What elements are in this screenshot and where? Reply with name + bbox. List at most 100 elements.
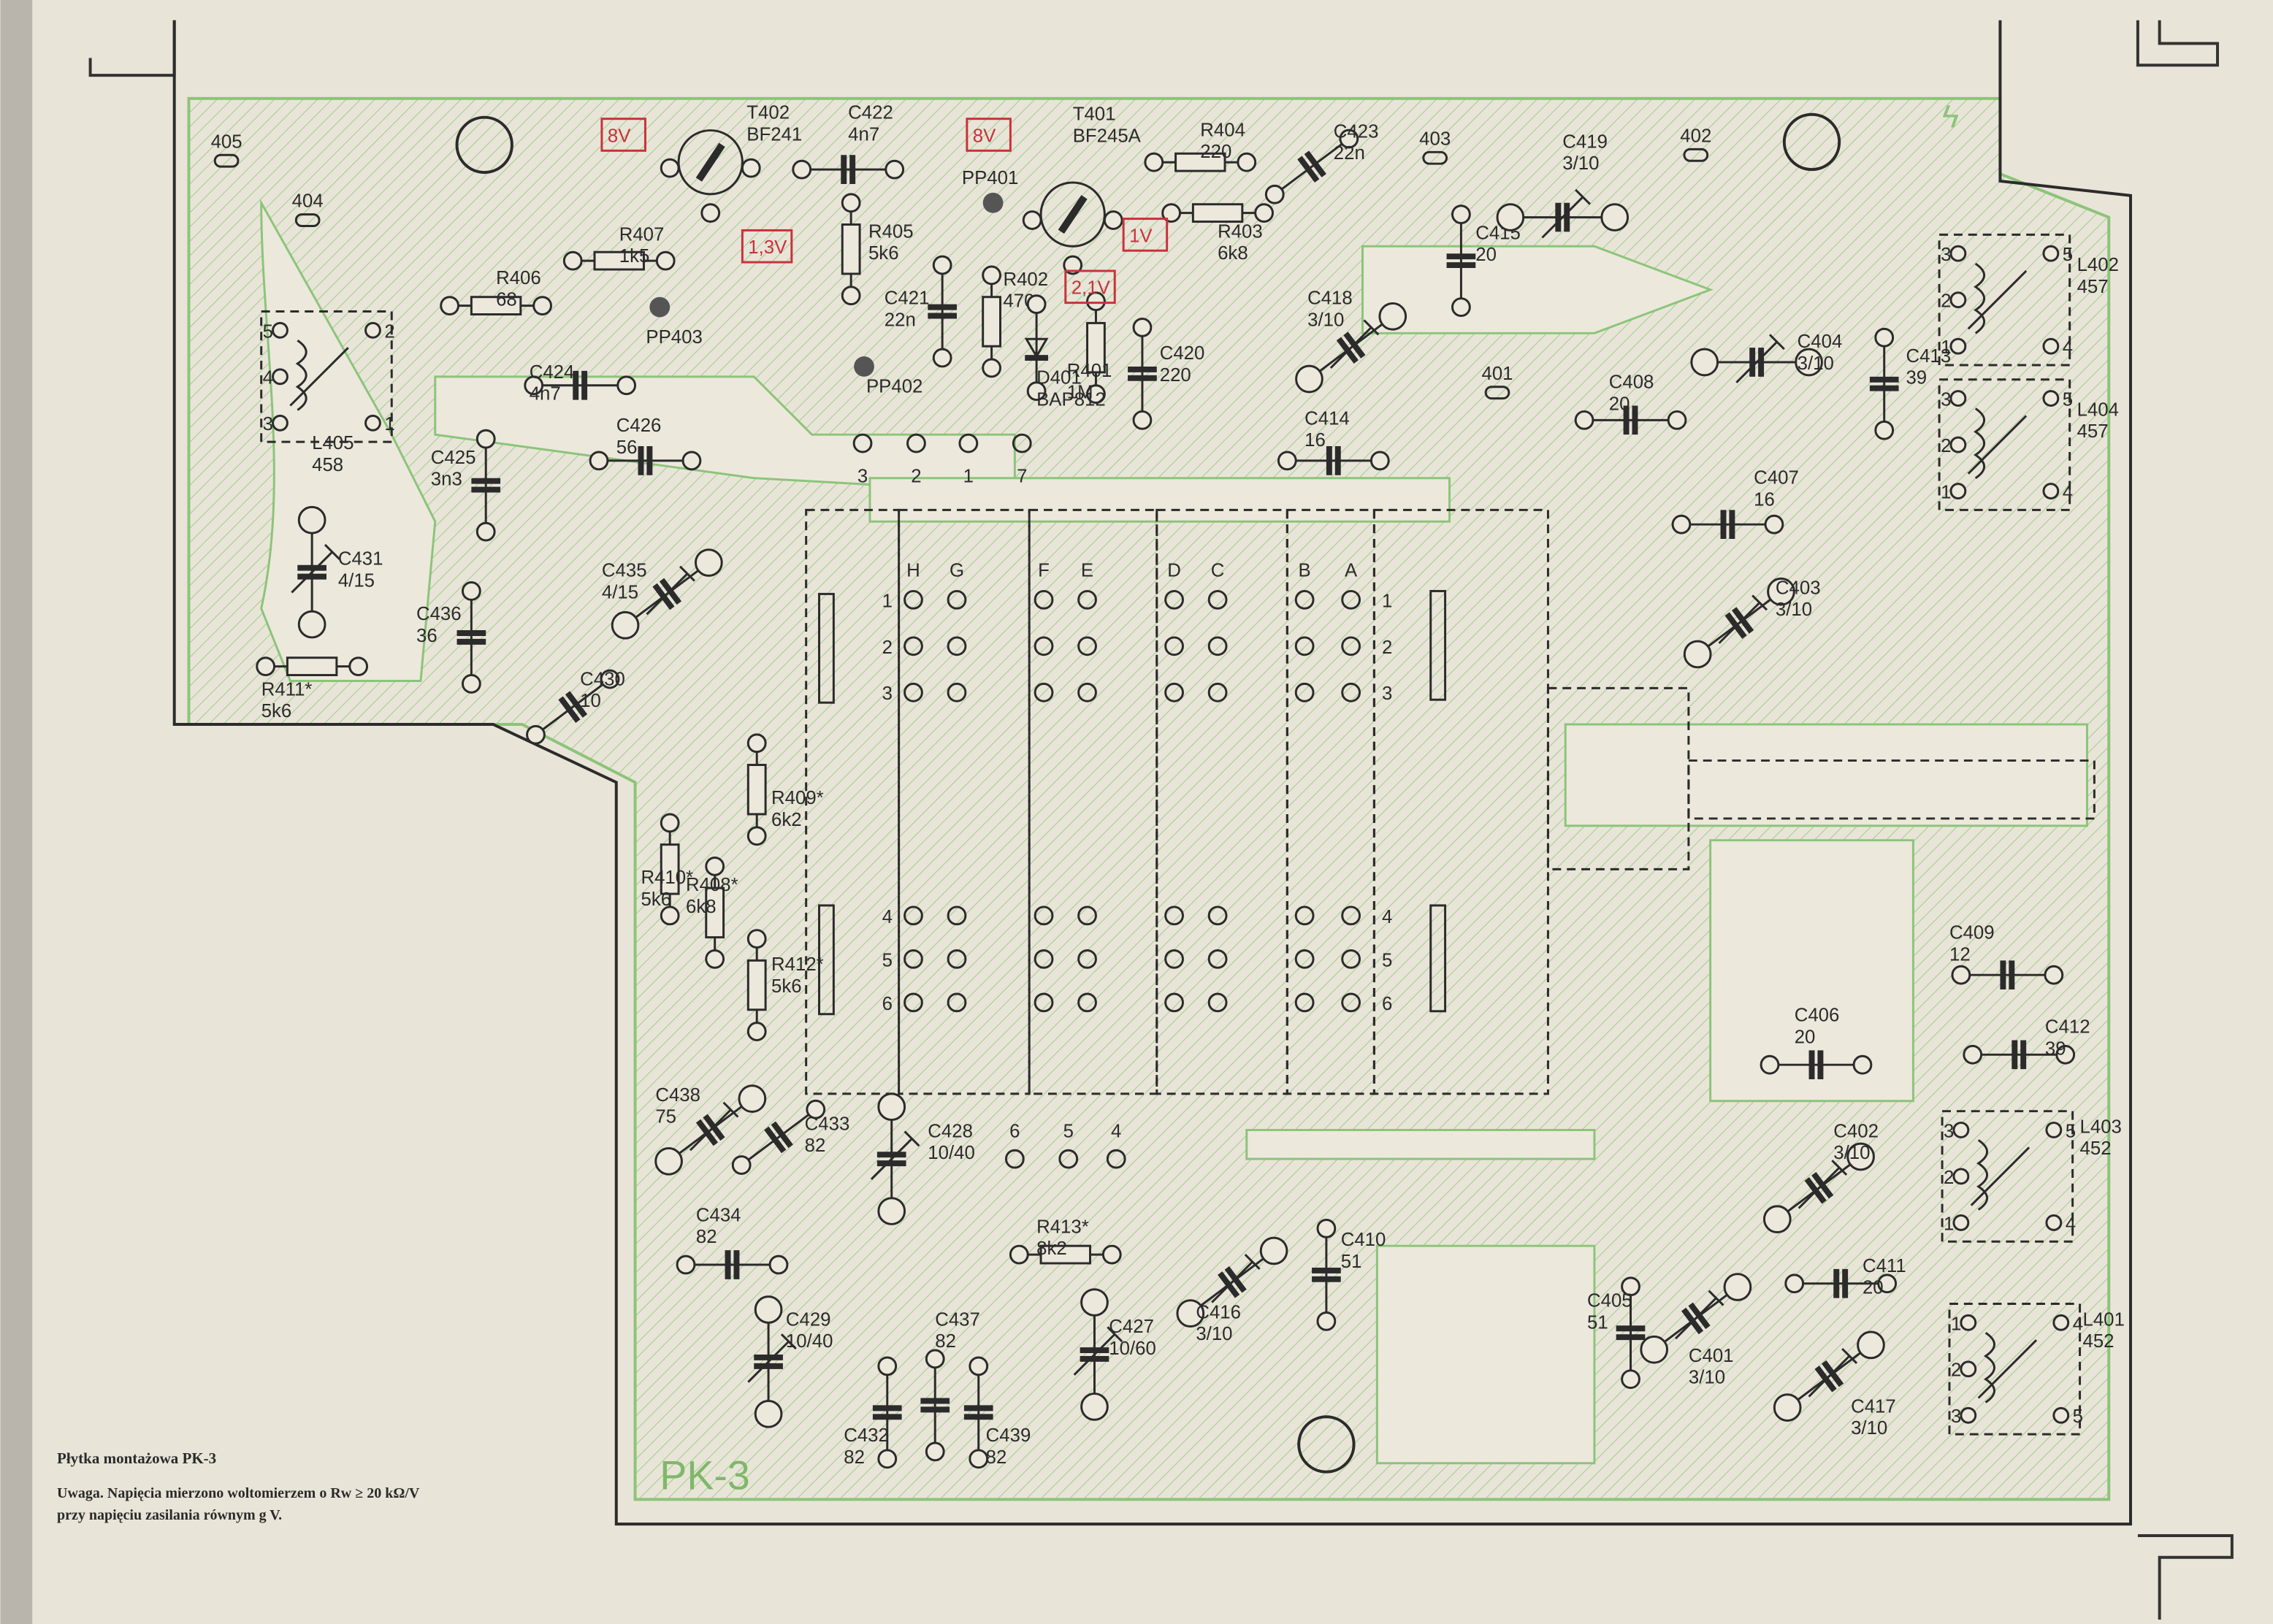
solder-pad	[297, 505, 326, 535]
component-value-label: 457	[2077, 421, 2109, 442]
pin-pad	[1106, 1149, 1126, 1169]
solder-pad	[1949, 337, 1967, 355]
solder-pad	[1086, 291, 1106, 312]
voltage-value: 2,1V	[1071, 278, 1111, 299]
solder-pad	[1857, 1330, 1885, 1360]
solder-pad	[746, 1022, 767, 1041]
component-ref-label: T402	[746, 103, 790, 123]
switch-pin-label: 1	[963, 467, 974, 487]
solder-pad	[2045, 1122, 2063, 1138]
caption-note-line1: Uwaga. Napięcia mierzono woltomierzem o …	[57, 1485, 420, 1501]
switch-contact-pad	[947, 682, 967, 702]
solder-pad	[741, 158, 761, 178]
solder-pad	[969, 1449, 989, 1469]
coil-pin-number: 1	[1951, 1314, 1961, 1334]
coil-icon	[1974, 262, 1986, 334]
component-ref-label: L404	[2077, 399, 2119, 420]
solder-pad	[1132, 410, 1153, 430]
coil-pin-number: 1	[1941, 337, 1951, 358]
resistor-icon	[660, 843, 680, 895]
voltage-marker: 1V	[1122, 218, 1169, 252]
component-value-label: 68	[496, 290, 517, 310]
solder-pad	[2042, 483, 2060, 499]
solder-pad	[616, 375, 637, 396]
switch-contact-pad	[1207, 992, 1228, 1013]
component-ref-label: C406	[1795, 1006, 1840, 1026]
solder-pad	[925, 1349, 945, 1369]
component-value-label: 16	[1754, 489, 1775, 510]
resistor-icon	[593, 250, 645, 271]
solder-pad	[841, 193, 861, 213]
component-value-label: 220	[1160, 365, 1191, 386]
component-ref-label: C401	[1689, 1346, 1734, 1366]
switch-contact-pad	[1077, 905, 1097, 926]
component-value-label: 51	[1587, 1312, 1608, 1333]
switch-row-label: 3	[882, 683, 893, 704]
solder-pad	[806, 1099, 826, 1119]
trimmer-arrow-icon	[291, 551, 333, 594]
solder-pad	[792, 159, 812, 180]
component-ref-label: C423	[1334, 121, 1379, 142]
component-value-label: 3/10	[1798, 353, 1834, 374]
solder-pad	[1254, 203, 1274, 223]
solder-pad	[1621, 1369, 1640, 1390]
test-point-label: PP402	[866, 377, 922, 397]
pin-pad	[1012, 433, 1032, 453]
component-value-label: 6k2	[771, 810, 802, 830]
coil-icon	[1983, 1331, 1995, 1403]
component-ref-label: C429	[786, 1309, 831, 1330]
solder-pad	[932, 255, 952, 275]
solder-pad	[877, 1356, 898, 1376]
solder-pad	[1161, 203, 1182, 223]
switch-column-label: H	[906, 561, 920, 581]
component-value-label: 16	[1304, 430, 1326, 451]
solder-pad	[532, 296, 552, 316]
component-value-label: 22n	[1334, 143, 1365, 164]
solder-pad	[272, 368, 289, 386]
component-value-label: 8k2	[1036, 1238, 1067, 1259]
pin-pad	[958, 433, 979, 453]
switch-column-label: C	[1211, 561, 1225, 581]
component-ref-label: R408*	[686, 875, 738, 895]
component-ref-label: C435	[602, 561, 647, 581]
slot-hole	[294, 213, 321, 227]
pin-pad	[1004, 1149, 1025, 1169]
component-ref-label: C403	[1776, 578, 1821, 598]
solder-pad	[1874, 327, 1895, 348]
solder-pad	[700, 203, 721, 223]
coil-pin-number: 5	[2073, 1406, 2083, 1427]
switch-pin-label: 6	[1009, 1121, 1020, 1141]
switch-column-label: B	[1299, 561, 1311, 581]
solder-pad	[768, 1255, 789, 1275]
slot-hole	[1683, 148, 1709, 162]
trimmer-arrow-icon	[747, 1341, 790, 1383]
coil-pin-number: 2	[384, 321, 394, 342]
coil-pin-number: 4	[2066, 1214, 2076, 1234]
component-value-label: 10/40	[786, 1331, 833, 1352]
voltage-value: 1,3V	[748, 237, 787, 258]
solder-pad	[1316, 1311, 1337, 1331]
component-ref-label: C418	[1307, 288, 1353, 309]
component-ref-label: L402	[2077, 255, 2119, 275]
solder-pad	[694, 548, 723, 577]
coil-can-outline	[1938, 233, 2071, 367]
switch-row-label: 5	[1382, 950, 1392, 970]
switch-contact-pad	[1164, 589, 1184, 610]
resistor-icon	[1174, 152, 1226, 172]
component-ref-label: C422	[848, 103, 893, 123]
switch-row-label: 2	[882, 637, 893, 658]
switch-pin-label: 2	[911, 467, 921, 487]
component-ref-label: C404	[1798, 332, 1843, 352]
component-value-label: 51	[1341, 1252, 1362, 1272]
solder-pad	[440, 296, 460, 316]
component-ref-label: C407	[1754, 468, 1799, 489]
component-ref-label: C420	[1160, 343, 1205, 364]
switch-contact-pad	[1164, 682, 1184, 702]
component-ref-label: C438	[655, 1085, 700, 1106]
solder-pad	[611, 610, 640, 640]
